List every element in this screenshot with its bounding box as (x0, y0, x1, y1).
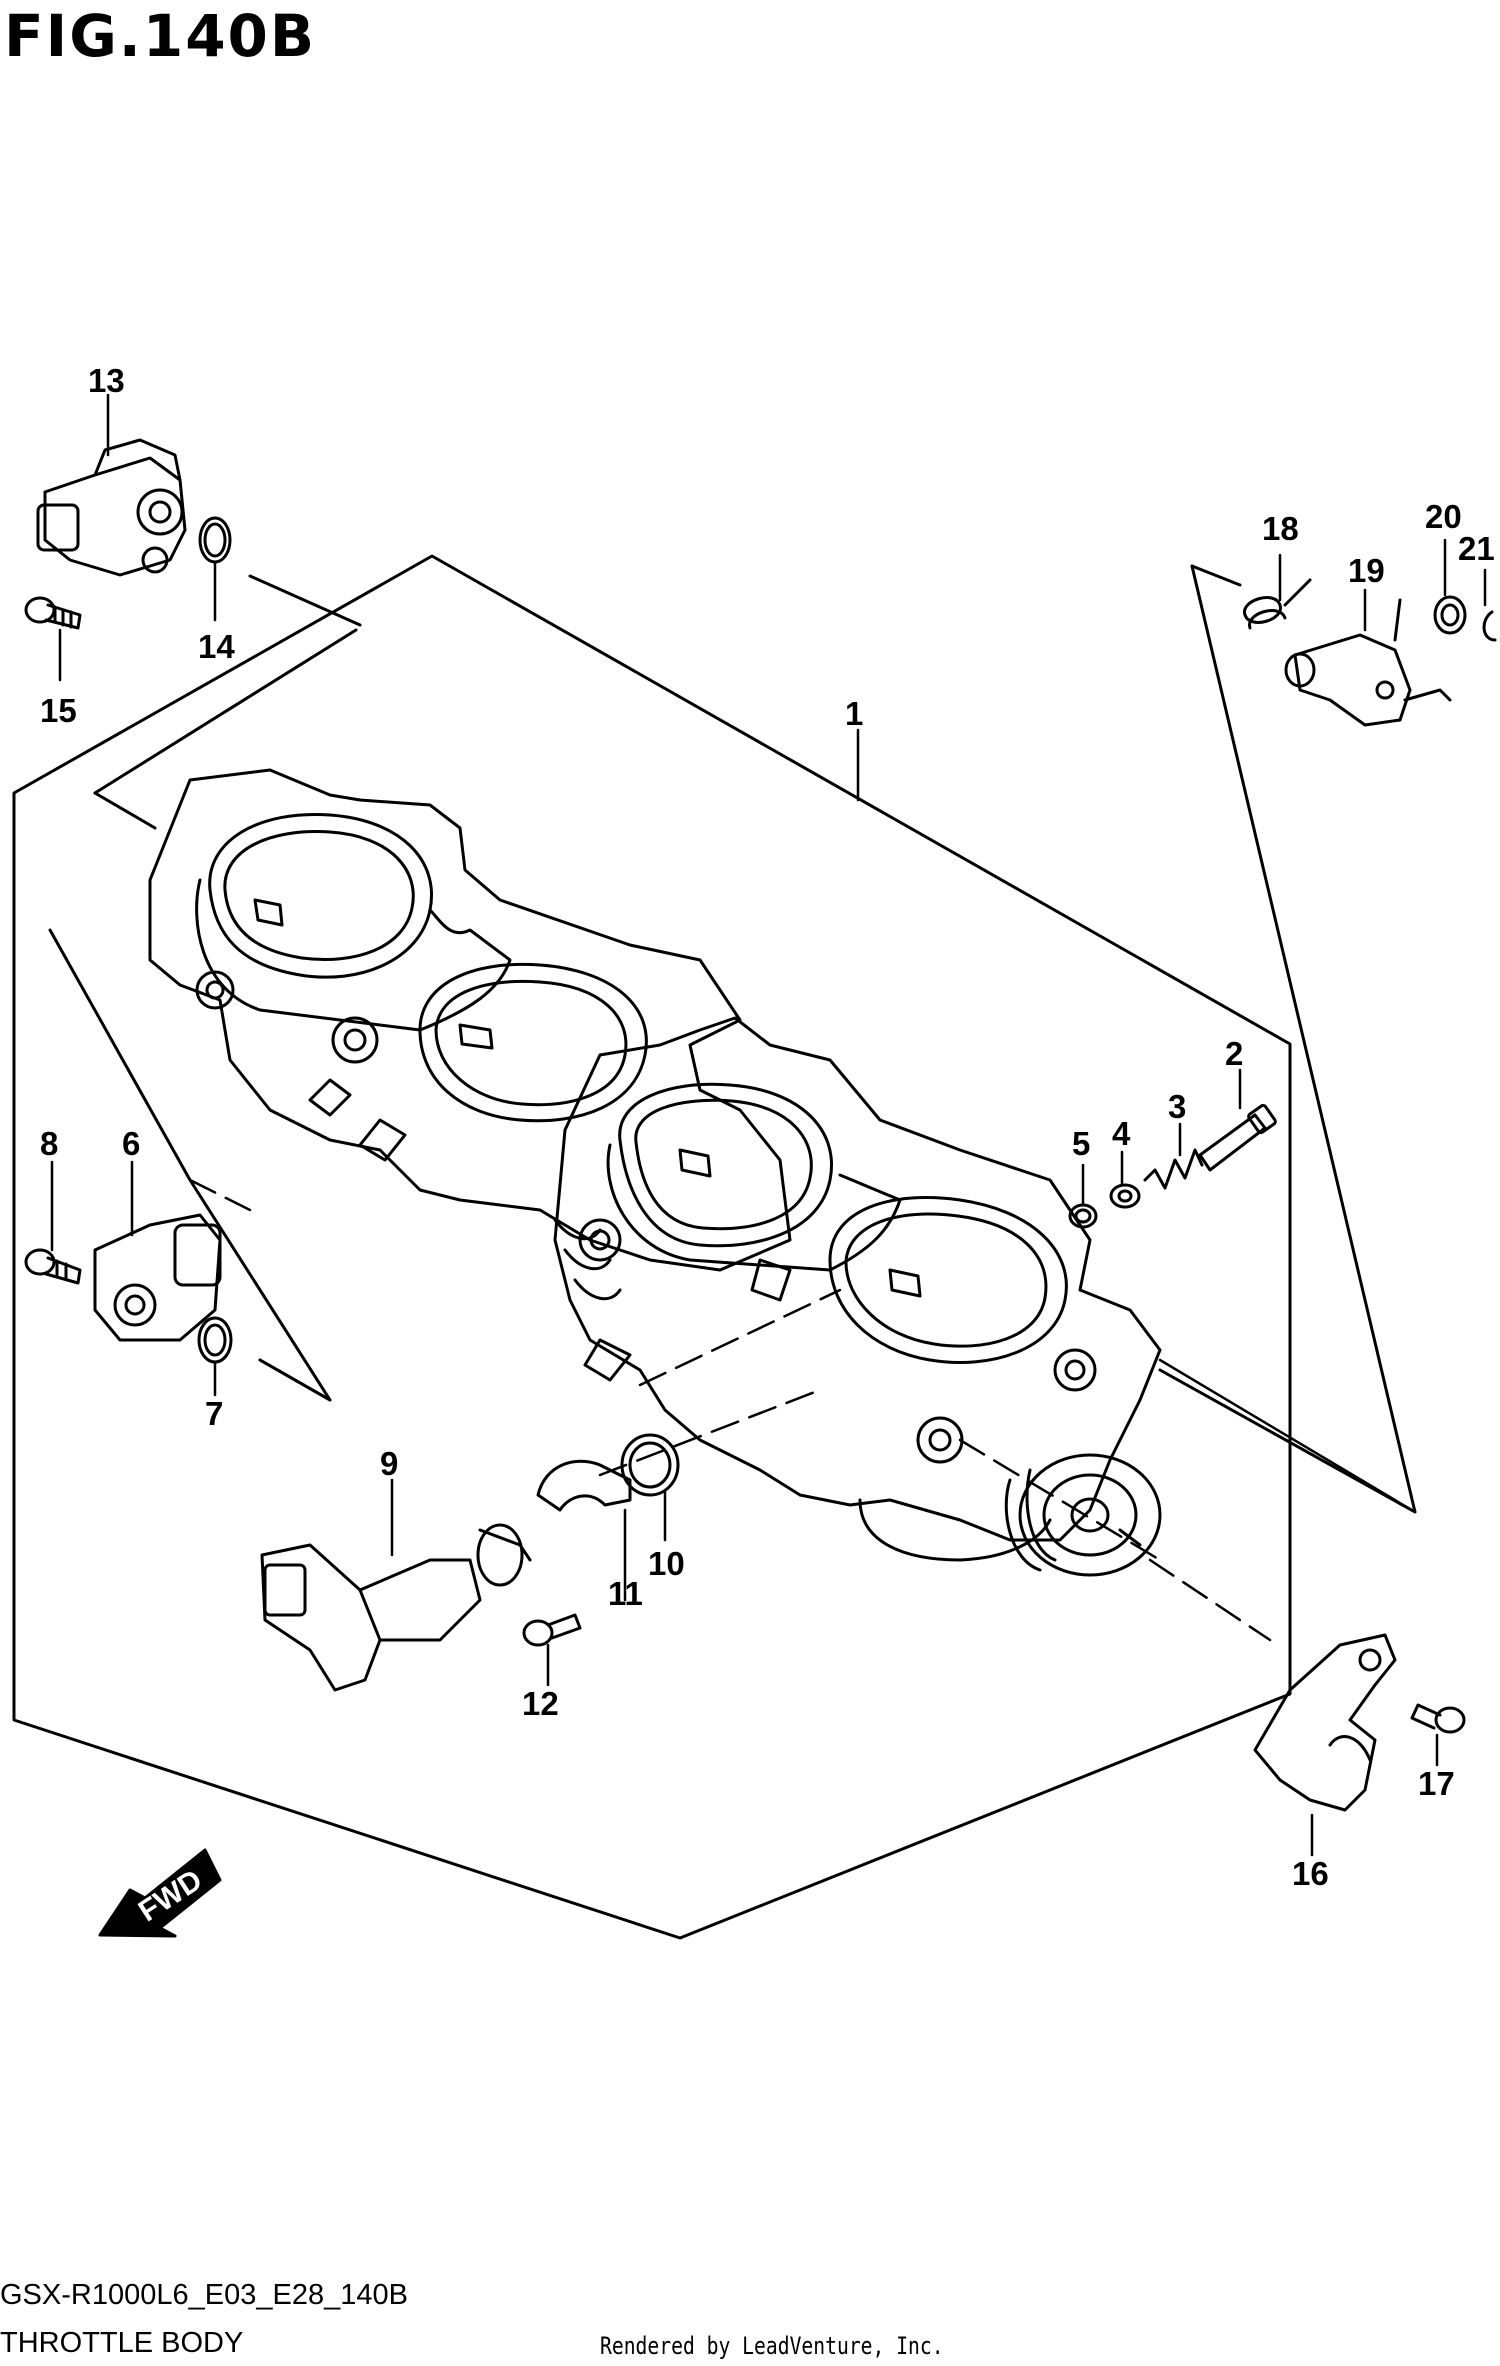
washer-4 (1109, 1183, 1141, 1209)
callout-5: 5 (1072, 1125, 1090, 1162)
assembly-inner-edge (93, 628, 358, 795)
callout-20: 20 (1425, 498, 1462, 535)
callout-11: 11 (608, 1575, 643, 1612)
lever-19 (1284, 598, 1452, 727)
screw-8 (24, 1248, 82, 1285)
diagram-subtitle: THROTTLE BODY (0, 2327, 244, 2359)
adjuster-screw-2 (1198, 1103, 1277, 1172)
callout-21: 21 (1458, 530, 1495, 567)
callout-1: 1 (845, 695, 863, 732)
bracket-16 (1253, 1633, 1397, 1812)
screw-15 (24, 596, 82, 630)
callout-19: 19 (1348, 552, 1385, 589)
assembly-boundary-box (12, 554, 1292, 1940)
sensor-6 (93, 1213, 222, 1342)
model-code: GSX-R1000L6_E03_E28_140B (0, 2279, 408, 2311)
clip-21 (1482, 610, 1497, 642)
washer-20 (1433, 595, 1467, 635)
render-credit: Rendered by LeadVenture, Inc. (600, 2332, 944, 2360)
callout-14: 14 (198, 628, 235, 665)
callout-16: 16 (1292, 1855, 1329, 1892)
figure-title: FIG.140B (4, 2, 317, 70)
o-ring-10 (620, 1433, 680, 1497)
callout-13: 13 (88, 362, 125, 399)
callout-15: 15 (40, 692, 77, 729)
fwd-direction-arrow: FWD (98, 1848, 222, 1938)
callout-numbers: 1 2 3 4 5 6 7 8 9 10 11 12 13 14 15 16 1… (40, 362, 1495, 1892)
callout-9: 9 (380, 1445, 398, 1482)
clamp-11 (536, 1459, 632, 1512)
leader-lines (50, 393, 1487, 1857)
throttle-body-assembly (148, 768, 1162, 1577)
screw-12 (522, 1613, 582, 1647)
callout-6: 6 (122, 1125, 140, 1162)
callout-10: 10 (648, 1545, 685, 1582)
callout-12: 12 (522, 1685, 559, 1722)
spring-3 (1143, 1148, 1204, 1190)
callout-2: 2 (1225, 1035, 1243, 1072)
callout-7: 7 (205, 1395, 223, 1432)
callout-4: 4 (1112, 1115, 1131, 1152)
screw-17 (1410, 1703, 1466, 1734)
sensor-9 (260, 1523, 532, 1692)
linkage-bracket (1158, 564, 1417, 1514)
callout-17: 17 (1418, 1765, 1455, 1802)
callout-3: 3 (1168, 1088, 1186, 1125)
sensor-13 (36, 438, 187, 577)
spring-18 (1243, 578, 1312, 630)
callout-8: 8 (40, 1125, 58, 1162)
callout-18: 18 (1262, 510, 1299, 547)
